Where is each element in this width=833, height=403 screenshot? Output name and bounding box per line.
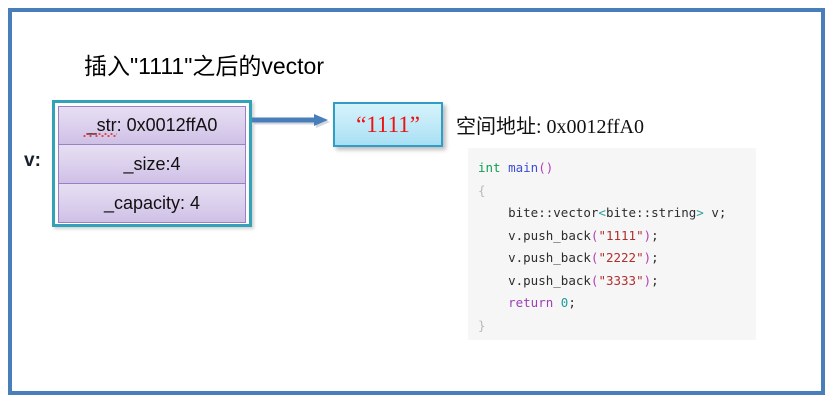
code-line: return 0; <box>478 292 756 315</box>
code-token: ( <box>590 227 599 243</box>
code-indent <box>478 250 508 265</box>
code-token: < <box>598 205 606 220</box>
page-title: 插入"1111"之后的vector <box>84 53 325 79</box>
code-token: ; <box>651 227 659 243</box>
code-token: > <box>696 205 704 220</box>
code-line: bite::vector<bite::string> v; <box>478 202 756 225</box>
code-token: ; <box>568 295 576 310</box>
code-line: } <box>478 315 756 338</box>
code-token: bite::string <box>605 205 697 220</box>
code-token: ( <box>590 272 599 288</box>
code-token: ) <box>643 227 652 243</box>
code-token: ) <box>643 250 652 265</box>
code-token: v.push_back <box>508 250 591 265</box>
code-line: v.push_back("2222"); <box>478 247 756 270</box>
string-value-box: “1111” <box>333 102 443 147</box>
code-line: v.push_back("3333"); <box>478 270 756 293</box>
code-token <box>501 160 509 175</box>
code-token: "3333" <box>598 272 644 288</box>
code-block: int main(){ bite::vector<bite::string> v… <box>468 148 756 340</box>
code-indent <box>478 228 508 243</box>
code-token: int <box>478 160 501 175</box>
code-indent <box>478 205 508 220</box>
code-token: bite::vector <box>508 205 599 220</box>
vector-cell-str-label: _str: 0x0012ffA0 <box>86 115 218 135</box>
code-indent <box>478 295 508 310</box>
string-value-text: “1111” <box>356 111 420 137</box>
code-token: ; <box>651 272 659 288</box>
code-line: { <box>478 180 756 203</box>
code-indent <box>478 273 508 288</box>
code-token: v.push_back <box>508 272 591 288</box>
code-token: () <box>538 160 554 175</box>
vector-cell-capacity-label: _capacity: 4 <box>103 192 201 213</box>
vector-struct-box: _str: 0x0012ffA0 _size:4 _capacity: 4 <box>52 100 252 227</box>
code-line: v.push_back("1111"); <box>478 225 756 248</box>
code-token: v; <box>703 205 727 220</box>
code-token: return <box>508 295 554 310</box>
code-token: v.push_back <box>508 227 591 243</box>
code-line: int main() <box>478 157 756 180</box>
code-token: 0 <box>560 295 569 310</box>
code-token: } <box>478 317 486 333</box>
code-token: ; <box>651 250 659 265</box>
code-token: ( <box>590 250 599 265</box>
code-token <box>553 295 561 310</box>
code-token: "1111" <box>598 227 644 243</box>
vector-cell-size-label: _size:4 <box>123 153 181 174</box>
vector-cell-capacity: _capacity: 4 <box>58 184 246 223</box>
vector-cell-size: _size:4 <box>58 145 246 184</box>
variable-label: v: <box>24 150 41 171</box>
code-token: "2222" <box>598 250 644 265</box>
address-caption: 空间地址: 0x0012ffA0 <box>456 116 644 138</box>
code-token: ) <box>643 272 652 288</box>
pointer-arrow-icon <box>252 114 330 128</box>
spellcheck-squiggle-icon <box>83 133 117 137</box>
vector-cell-str: _str: 0x0012ffA0 <box>58 106 246 145</box>
code-token: main <box>508 160 539 175</box>
code-token: { <box>478 182 486 198</box>
